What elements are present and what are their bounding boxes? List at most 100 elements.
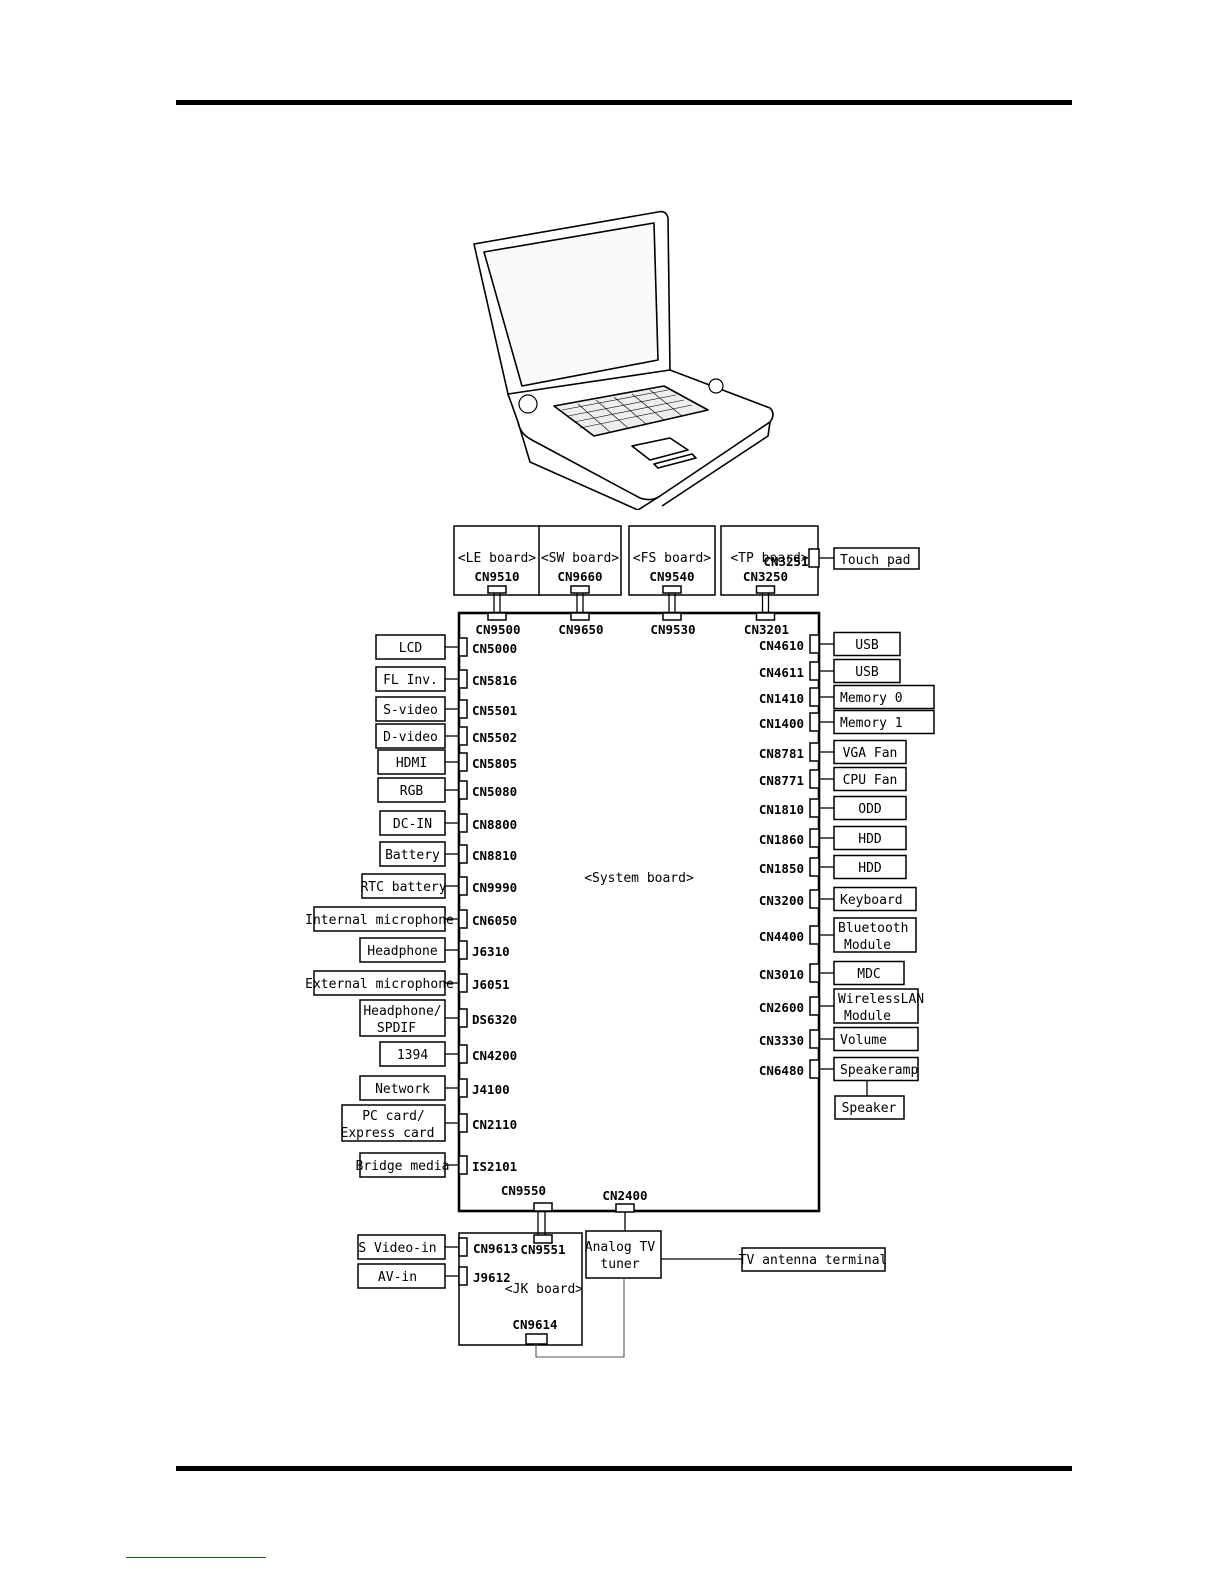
right-connector-label: CN1410 (759, 691, 804, 706)
jk-board-name: <JK board> (505, 1282, 583, 1297)
right-connector-label: CN4611 (759, 665, 804, 680)
antenna-box (741, 1247, 886, 1272)
left-connector (458, 844, 468, 864)
system-connector (570, 612, 590, 621)
right-connector-label: CN6480 (759, 1063, 804, 1078)
right-connector-label: CN1810 (759, 802, 804, 817)
system-connector-label: CN9500 (475, 622, 520, 637)
left-connector (458, 1155, 468, 1175)
left-device-label: External microphone (305, 977, 454, 992)
right-connector (809, 889, 820, 909)
jk-device-connector-label: CN9613 (473, 1241, 518, 1256)
right-connector (809, 769, 820, 789)
right-connector (809, 798, 820, 818)
right-connector-label: CN2600 (759, 1000, 804, 1015)
left-connector (458, 1044, 468, 1064)
footnote-separator (126, 1557, 266, 1558)
left-connector-label: CN4200 (472, 1048, 517, 1063)
system-jk-connector (533, 1202, 553, 1212)
board-connector-label: CN9510 (474, 569, 519, 584)
right-device-label: USB (855, 665, 879, 680)
system-board-title: <System board> (584, 871, 694, 886)
tv-connector (615, 1203, 635, 1213)
left-device-label: Network (375, 1082, 430, 1097)
left-device-label: RTC battery (360, 880, 446, 895)
right-device-label: Memory 0 (840, 691, 903, 706)
left-device-box (341, 1104, 446, 1142)
left-device-box (375, 696, 446, 722)
left-connector (458, 1078, 468, 1098)
left-device-box (377, 749, 446, 775)
left-device-box (313, 970, 446, 996)
left-device-label: Bridge media (356, 1159, 450, 1174)
left-connector (458, 752, 468, 772)
left-device-box (359, 937, 446, 963)
left-connector-label: DS6320 (472, 1012, 517, 1027)
jk-system-connector (533, 1234, 553, 1244)
jk-device-box (357, 1234, 446, 1260)
left-device-box (359, 999, 446, 1037)
right-connector-label: CN1850 (759, 861, 804, 876)
right-device-label: CPU Fan (843, 773, 898, 788)
right-device-label: Volume (840, 1033, 887, 1048)
left-device-label: S-video (383, 703, 438, 718)
system-connector-label: CN9650 (558, 622, 603, 637)
board-connector (487, 585, 507, 594)
top-board-name: <LE board> (458, 551, 536, 566)
touchpad-box (833, 547, 920, 570)
left-device-box (375, 634, 446, 660)
touchpad-label: Touch pad (840, 553, 910, 568)
right-connector (809, 687, 820, 707)
left-connector-label: IS2101 (472, 1159, 517, 1174)
antenna-label: TV antenna terminal (739, 1253, 888, 1268)
left-connector-label: CN6050 (472, 913, 517, 928)
left-connector (458, 940, 468, 960)
tuner-jk-wire (535, 1278, 625, 1358)
jk-device-label: AV-in (378, 1270, 417, 1285)
system-connector-label: CN9530 (650, 622, 695, 637)
right-device-label: MDC (857, 967, 880, 982)
left-device-label: PC card/ (362, 1109, 425, 1124)
left-connector-label: J6310 (472, 944, 510, 959)
left-device-box (375, 666, 446, 692)
right-device-label-line2: Module (844, 938, 891, 953)
right-connector (809, 828, 820, 848)
right-connector-label: CN4400 (759, 929, 804, 944)
system-connector (755, 612, 776, 621)
tuner-label: Analog TV (585, 1240, 656, 1255)
top-board-name: <FS board> (633, 551, 711, 566)
left-device-box (375, 723, 446, 749)
left-connector (458, 780, 468, 800)
board-connector (662, 585, 682, 594)
left-device-label: FL Inv. (383, 673, 438, 688)
left-connector (458, 637, 468, 657)
top-board-1 (538, 525, 622, 596)
left-device-label: DC-IN (393, 817, 432, 832)
jk-inner-connector-label: CN9614 (512, 1317, 557, 1332)
left-device-label: LCD (399, 641, 423, 656)
right-device-box (833, 917, 917, 953)
left-connector-label: CN5502 (472, 730, 517, 745)
left-device-box (359, 1152, 446, 1178)
board-connector-label: CN3250 (743, 569, 788, 584)
left-device-label-line2: SPDIF (377, 1021, 416, 1036)
left-device-label: Headphone/ (363, 1004, 441, 1019)
left-connector (458, 726, 468, 746)
left-connector-label: CN5000 (472, 641, 517, 656)
right-device-label: HDD (858, 861, 882, 876)
speaker-label: Speaker (842, 1101, 897, 1116)
tv-connector-label: CN2400 (602, 1188, 647, 1203)
board-connector (755, 585, 776, 594)
left-connector-label: CN8800 (472, 817, 517, 832)
right-connector (809, 925, 820, 945)
jk-system-connector-label: CN9551 (520, 1242, 565, 1257)
right-connector-label: CN4610 (759, 638, 804, 653)
left-connector (458, 1113, 468, 1133)
right-connector (809, 1059, 820, 1079)
right-connector-label: CN1860 (759, 832, 804, 847)
right-device-label: USB (855, 638, 879, 653)
board-connector (570, 585, 590, 594)
left-connector-label: CN2110 (472, 1117, 517, 1132)
right-device-label: HDD (858, 832, 882, 847)
